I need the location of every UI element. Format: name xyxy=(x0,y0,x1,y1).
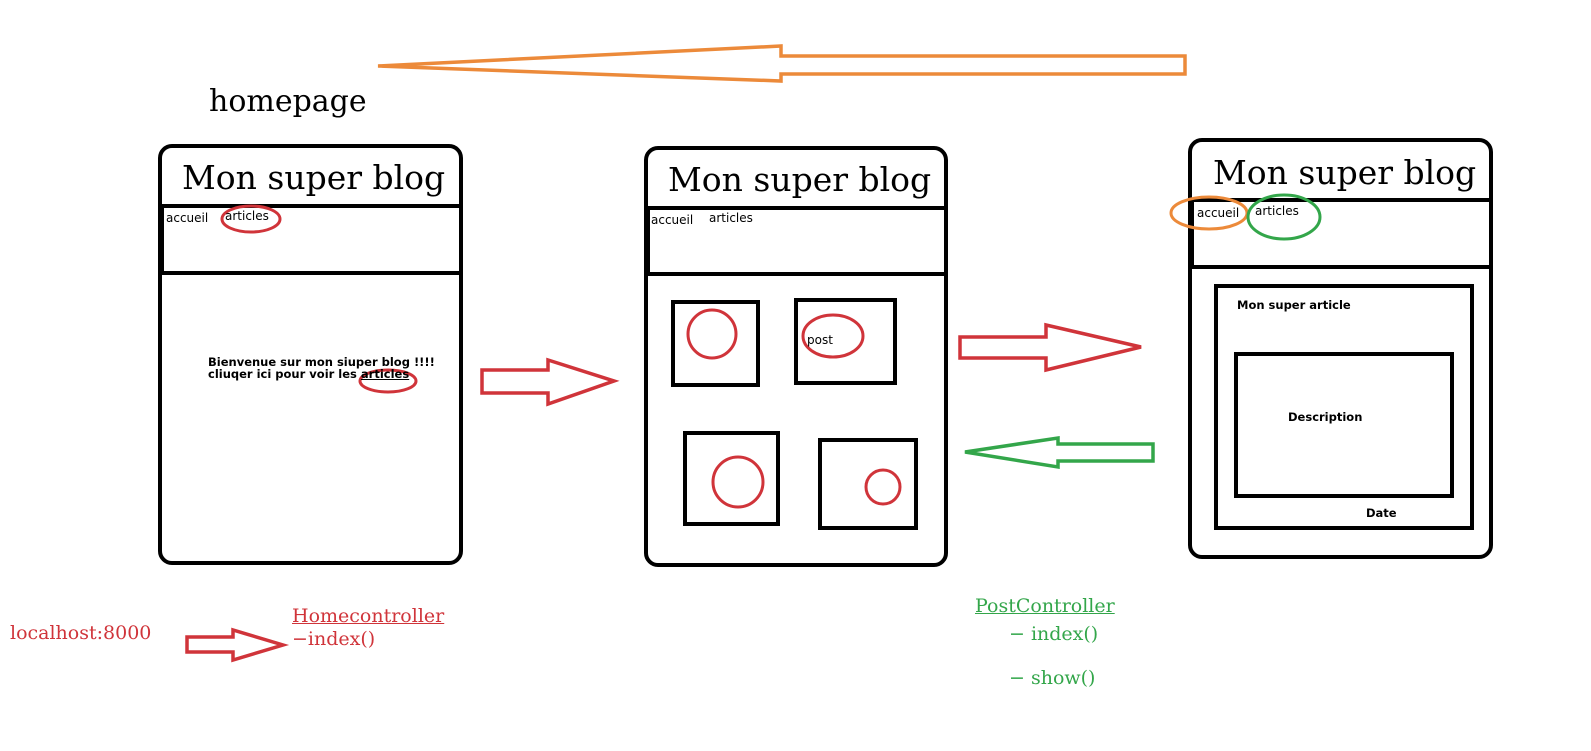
post-thumb-1-circle xyxy=(686,308,738,360)
home-welcome-line2-text: cliuqer ici pour voir les xyxy=(208,367,357,382)
home-controller-label: Homecontroller xyxy=(292,605,445,627)
detail-description: Description xyxy=(1288,410,1363,424)
home-welcome-line2: cliuqer ici pour voir les articles xyxy=(208,368,435,380)
homepage-label: homepage xyxy=(209,84,367,119)
post-controller-show: − show() xyxy=(1009,667,1096,689)
post-controller-index: − index() xyxy=(1009,623,1099,645)
home-screen-frame xyxy=(158,144,463,565)
post-thumb-2-circle xyxy=(801,313,865,359)
red-arrow-url-to-controller xyxy=(185,627,290,663)
detail-date: Date xyxy=(1366,506,1397,520)
detail-nav-accueil[interactable]: accueil xyxy=(1197,206,1240,220)
detail-screen-frame xyxy=(1188,138,1493,559)
home-welcome-line1: Bienvenue sur mon siuper blog !!!! xyxy=(208,355,435,369)
home-nav-accueil[interactable]: accueil xyxy=(166,211,209,225)
list-screen-frame xyxy=(644,146,948,567)
red-arrow-home-to-list xyxy=(480,357,620,407)
post-thumb-3-circle xyxy=(711,455,765,509)
detail-nav-articles[interactable]: articles xyxy=(1255,204,1299,218)
detail-article-title: Mon super article xyxy=(1237,298,1351,312)
home-controller-index: −index() xyxy=(292,628,376,650)
list-post-label[interactable]: post xyxy=(807,333,833,347)
home-articles-link[interactable]: articles xyxy=(360,367,410,382)
post-controller-label: PostController xyxy=(975,595,1115,617)
orange-back-arrow xyxy=(377,44,1187,83)
home-nav-articles[interactable]: articles xyxy=(225,209,269,223)
green-arrow-detail-to-list xyxy=(964,435,1155,470)
list-nav-articles[interactable]: articles xyxy=(709,211,753,225)
list-blog-title: Mon super blog xyxy=(668,160,932,199)
list-nav-accueil[interactable]: accueil xyxy=(651,213,694,227)
home-link-highlight xyxy=(358,368,418,394)
home-blog-title: Mon super blog xyxy=(182,158,446,197)
detail-blog-title: Mon super blog xyxy=(1213,153,1477,192)
red-arrow-list-to-detail xyxy=(958,322,1142,373)
post-thumb-4-circle xyxy=(864,468,902,506)
home-articles-highlight xyxy=(220,204,282,234)
home-welcome-text: Bienvenue sur mon siuper blog !!!! cliuq… xyxy=(208,356,435,380)
url-label: localhost:8000 xyxy=(10,622,152,644)
detail-articles-highlight xyxy=(1246,193,1322,241)
